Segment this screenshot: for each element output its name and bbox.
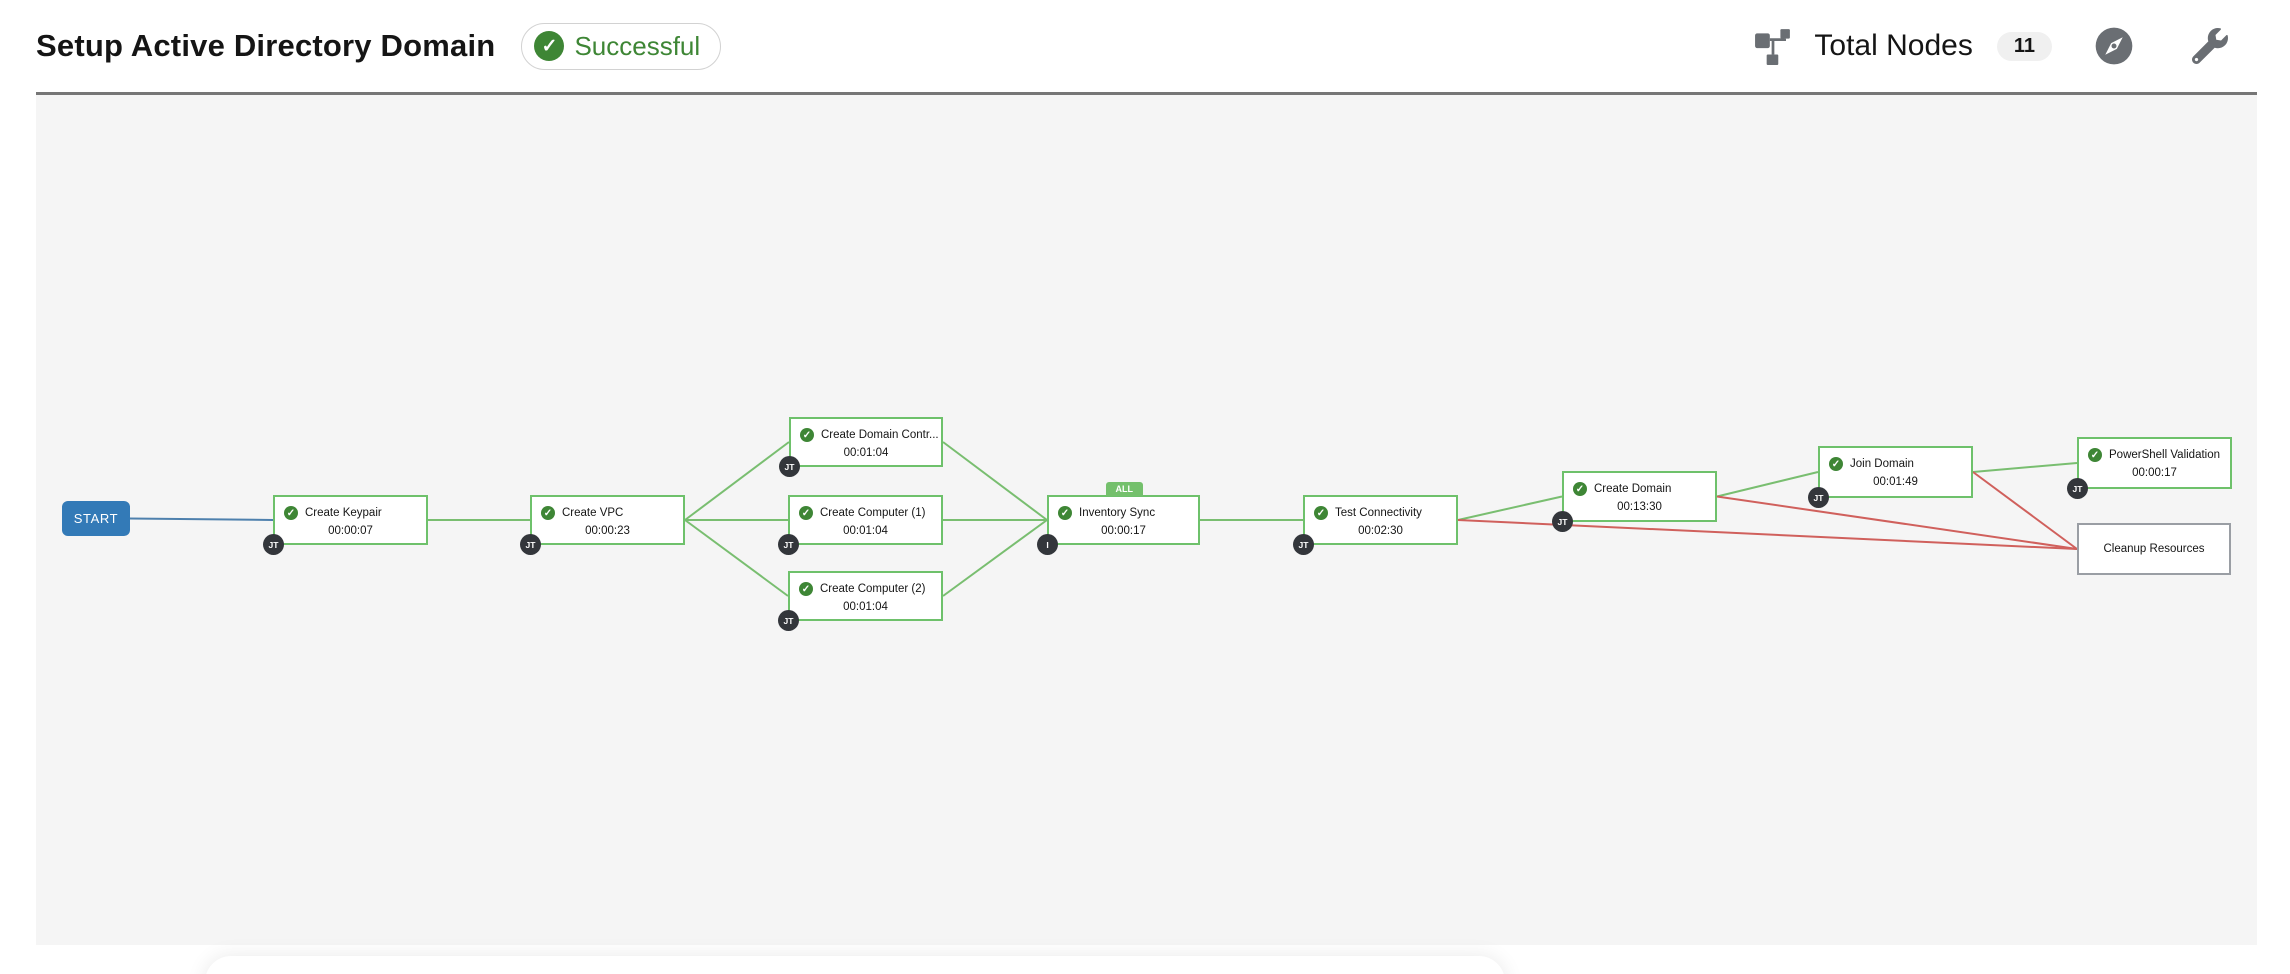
node-label: Create Computer (1) [820,507,926,519]
node-elapsed-time: 00:01:04 [843,525,888,537]
node-type-badge-vpc: JT [520,534,541,555]
node-convergence-tag: ALL [1105,482,1143,496]
workflow-node-dc[interactable]: ✓ Create Domain Contr... 00:01:04 [789,417,943,467]
edge-domain-join [1716,471,1819,498]
workflow-node-join[interactable]: ✓ Join Domain 00:01:49 [1818,446,1973,498]
node-success-check-icon: ✓ [800,428,814,442]
edge-vpc-dc [684,441,790,521]
node-label: Test Connectivity [1335,507,1422,519]
node-elapsed-time: 00:01:04 [843,447,889,459]
node-success-check-icon: ✓ [1314,506,1328,520]
node-label: Join Domain [1850,458,1914,470]
node-type-badge-keypair: JT [263,534,284,555]
status-badge: ✓ Successful [521,22,722,70]
node-success-check-icon: ✓ [1829,457,1843,471]
wrench-icon [2192,28,2228,64]
bottom-panel-shadow [205,956,1505,974]
tools-button[interactable] [2192,28,2228,64]
node-success-check-icon: ✓ [284,506,298,520]
workflow-node-vpc[interactable]: ✓ Create VPC 00:00:23 [530,495,685,545]
node-label: Create Domain [1594,483,1672,495]
node-type-badge-comp1: JT [778,534,799,555]
edge-start-keypair [129,517,274,521]
workflow-node-comp1[interactable]: ✓ Create Computer (1) 00:01:04 [788,495,943,545]
node-success-check-icon: ✓ [799,506,813,520]
compass-legend-button[interactable] [2094,26,2134,66]
node-label: Create Keypair [305,507,382,519]
edge-join-cleanup [1972,471,2078,550]
node-label: START [73,511,119,526]
total-nodes-label: Total Nodes [1814,29,1973,62]
node-success-check-icon: ✓ [1573,482,1587,496]
node-elapsed-time: 00:00:07 [328,525,373,537]
node-label: Create Domain Contr... [821,429,939,441]
node-type-badge-domain: JT [1552,511,1573,532]
edge-domain-cleanup [1716,495,2078,550]
node-elapsed-time: 00:01:04 [843,601,888,613]
node-type-badge-ps: JT [2067,478,2088,499]
node-label: Inventory Sync [1079,507,1156,519]
workflow-header: Setup Active Directory Domain ✓ Successf… [0,0,2290,92]
compass-icon [2095,27,2133,65]
node-elapsed-time: 00:01:49 [1873,476,1918,488]
node-type-badge-test: JT [1293,534,1314,555]
edge-vpc-comp2 [684,519,789,597]
node-label: Create VPC [562,507,624,519]
total-nodes-count: 11 [1996,31,2052,61]
node-success-check-icon: ✓ [1058,506,1072,520]
page-title: Setup Active Directory Domain [36,28,496,63]
workflow-node-inv[interactable]: ✓ Inventory Sync 00:00:17 [1047,495,1200,545]
node-type-badge-join: JT [1808,487,1829,508]
header-toolbar: Total Nodes 11 [1754,26,2228,66]
node-success-check-icon: ✓ [541,506,555,520]
node-label: PowerShell Validation [2109,449,2221,461]
edge-dc-inv [942,441,1048,521]
workflow-node-start[interactable]: START [62,501,130,536]
workflow-node-test[interactable]: ✓ Test Connectivity 00:02:30 [1303,495,1458,545]
node-success-check-icon: ✓ [2088,448,2102,462]
node-elapsed-time: 00:00:17 [1101,525,1146,537]
success-check-icon: ✓ [534,31,565,61]
node-elapsed-time: 00:13:30 [1617,501,1662,513]
workflow-node-keypair[interactable]: ✓ Create Keypair 00:00:07 [273,495,428,545]
workflow-node-ps[interactable]: ✓ PowerShell Validation 00:00:17 [2077,437,2232,489]
node-success-check-icon: ✓ [799,582,813,596]
workflow-node-cleanup[interactable]: Cleanup Resources [2077,523,2231,575]
edge-comp2-inv [942,519,1048,597]
workflow-node-comp2[interactable]: ✓ Create Computer (2) 00:01:04 [788,571,943,621]
status-badge-label: Successful [574,30,701,61]
topology-icon [1754,27,1792,65]
edge-test-domain [1457,495,1563,521]
node-elapsed-time: 00:02:30 [1358,525,1403,537]
edge-join-ps [1972,462,2078,473]
node-type-badge-comp2: JT [778,610,799,631]
node-elapsed-time: 00:00:17 [2132,467,2177,479]
node-elapsed-time: 00:00:23 [585,525,630,537]
workflow-node-domain[interactable]: ✓ Create Domain 00:13:30 [1562,471,1717,522]
node-type-badge-inv: I [1037,534,1058,555]
node-label: Cleanup Resources [2103,543,2205,555]
node-label: Create Computer (2) [820,583,926,595]
node-type-badge-dc: JT [779,456,800,477]
